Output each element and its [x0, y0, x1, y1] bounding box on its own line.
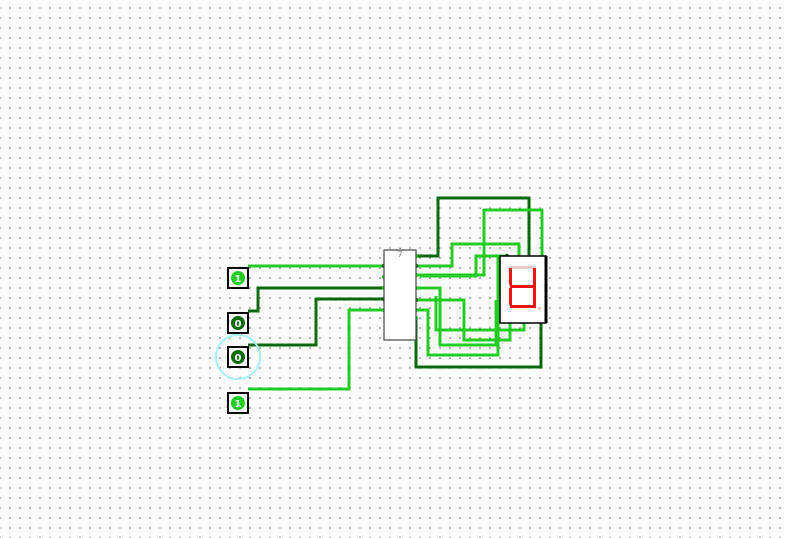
decoder-body	[383, 249, 417, 341]
wire-6[interactable]	[416, 242, 521, 268]
seven-segment-display[interactable]	[499, 255, 548, 324]
segment-e	[509, 288, 512, 305]
input-pin-3[interactable]: 0	[227, 346, 249, 368]
pin-value-label: 0	[235, 319, 242, 330]
pin-led	[231, 316, 245, 330]
input-pin-4[interactable]: 1	[227, 392, 249, 414]
input-pin-2[interactable]: 0	[227, 312, 249, 334]
wire-5[interactable]	[416, 196, 531, 258]
segment-c	[533, 288, 536, 305]
decoder-label: 7	[397, 250, 402, 259]
input-pin-1[interactable]: 1	[227, 267, 249, 289]
pin-value-label: 1	[235, 399, 242, 410]
selection-ring	[215, 334, 261, 380]
seven-segment-decoder[interactable]: 7	[383, 249, 417, 341]
segment-f	[509, 268, 512, 285]
wire-10[interactable]	[416, 256, 500, 357]
wire-11[interactable]	[414, 318, 543, 369]
pin-value-label: 0	[235, 353, 242, 364]
segment-d	[510, 305, 536, 308]
wire-12[interactable]	[434, 296, 526, 332]
segment-g	[510, 285, 536, 288]
wire-2[interactable]	[248, 286, 384, 313]
segment-b	[533, 268, 536, 285]
pin-led	[231, 396, 245, 410]
segment-a	[510, 266, 536, 269]
pin-led	[231, 350, 245, 364]
segment-dp	[538, 307, 541, 310]
pin-led	[231, 271, 245, 285]
wire-9[interactable]	[416, 298, 512, 342]
wire-4[interactable]	[248, 308, 384, 391]
pin-value-label: 1	[235, 274, 242, 285]
wire-13[interactable]	[420, 254, 507, 278]
wire-3[interactable]	[248, 297, 384, 347]
wires	[248, 196, 544, 391]
